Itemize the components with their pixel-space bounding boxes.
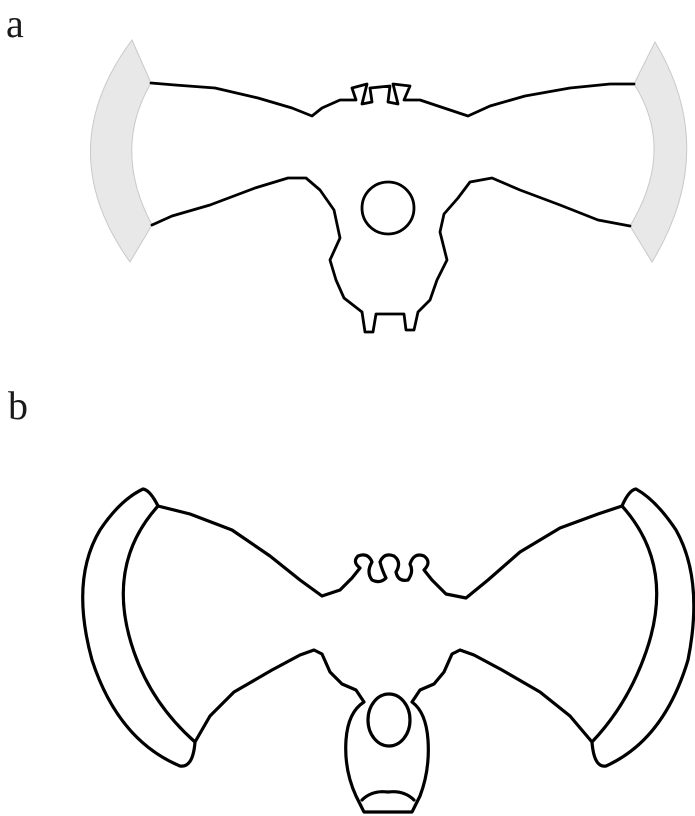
panel-a-right-clamp: [630, 42, 687, 262]
panel-a-specimen-outline: [151, 83, 634, 332]
panel-a-diagram: [90, 40, 686, 332]
panel-b-right-pad: [592, 489, 694, 766]
panel-b-center-hole: [368, 694, 410, 746]
panel-b-lower-bracket: [362, 792, 414, 800]
panel-b-left-pad: [83, 489, 195, 766]
panel-b-diagram: [83, 489, 694, 812]
panel-b-specimen-outline: [158, 506, 622, 812]
panel-a-center-hole: [362, 182, 414, 234]
panel-a-left-clamp: [90, 40, 152, 262]
